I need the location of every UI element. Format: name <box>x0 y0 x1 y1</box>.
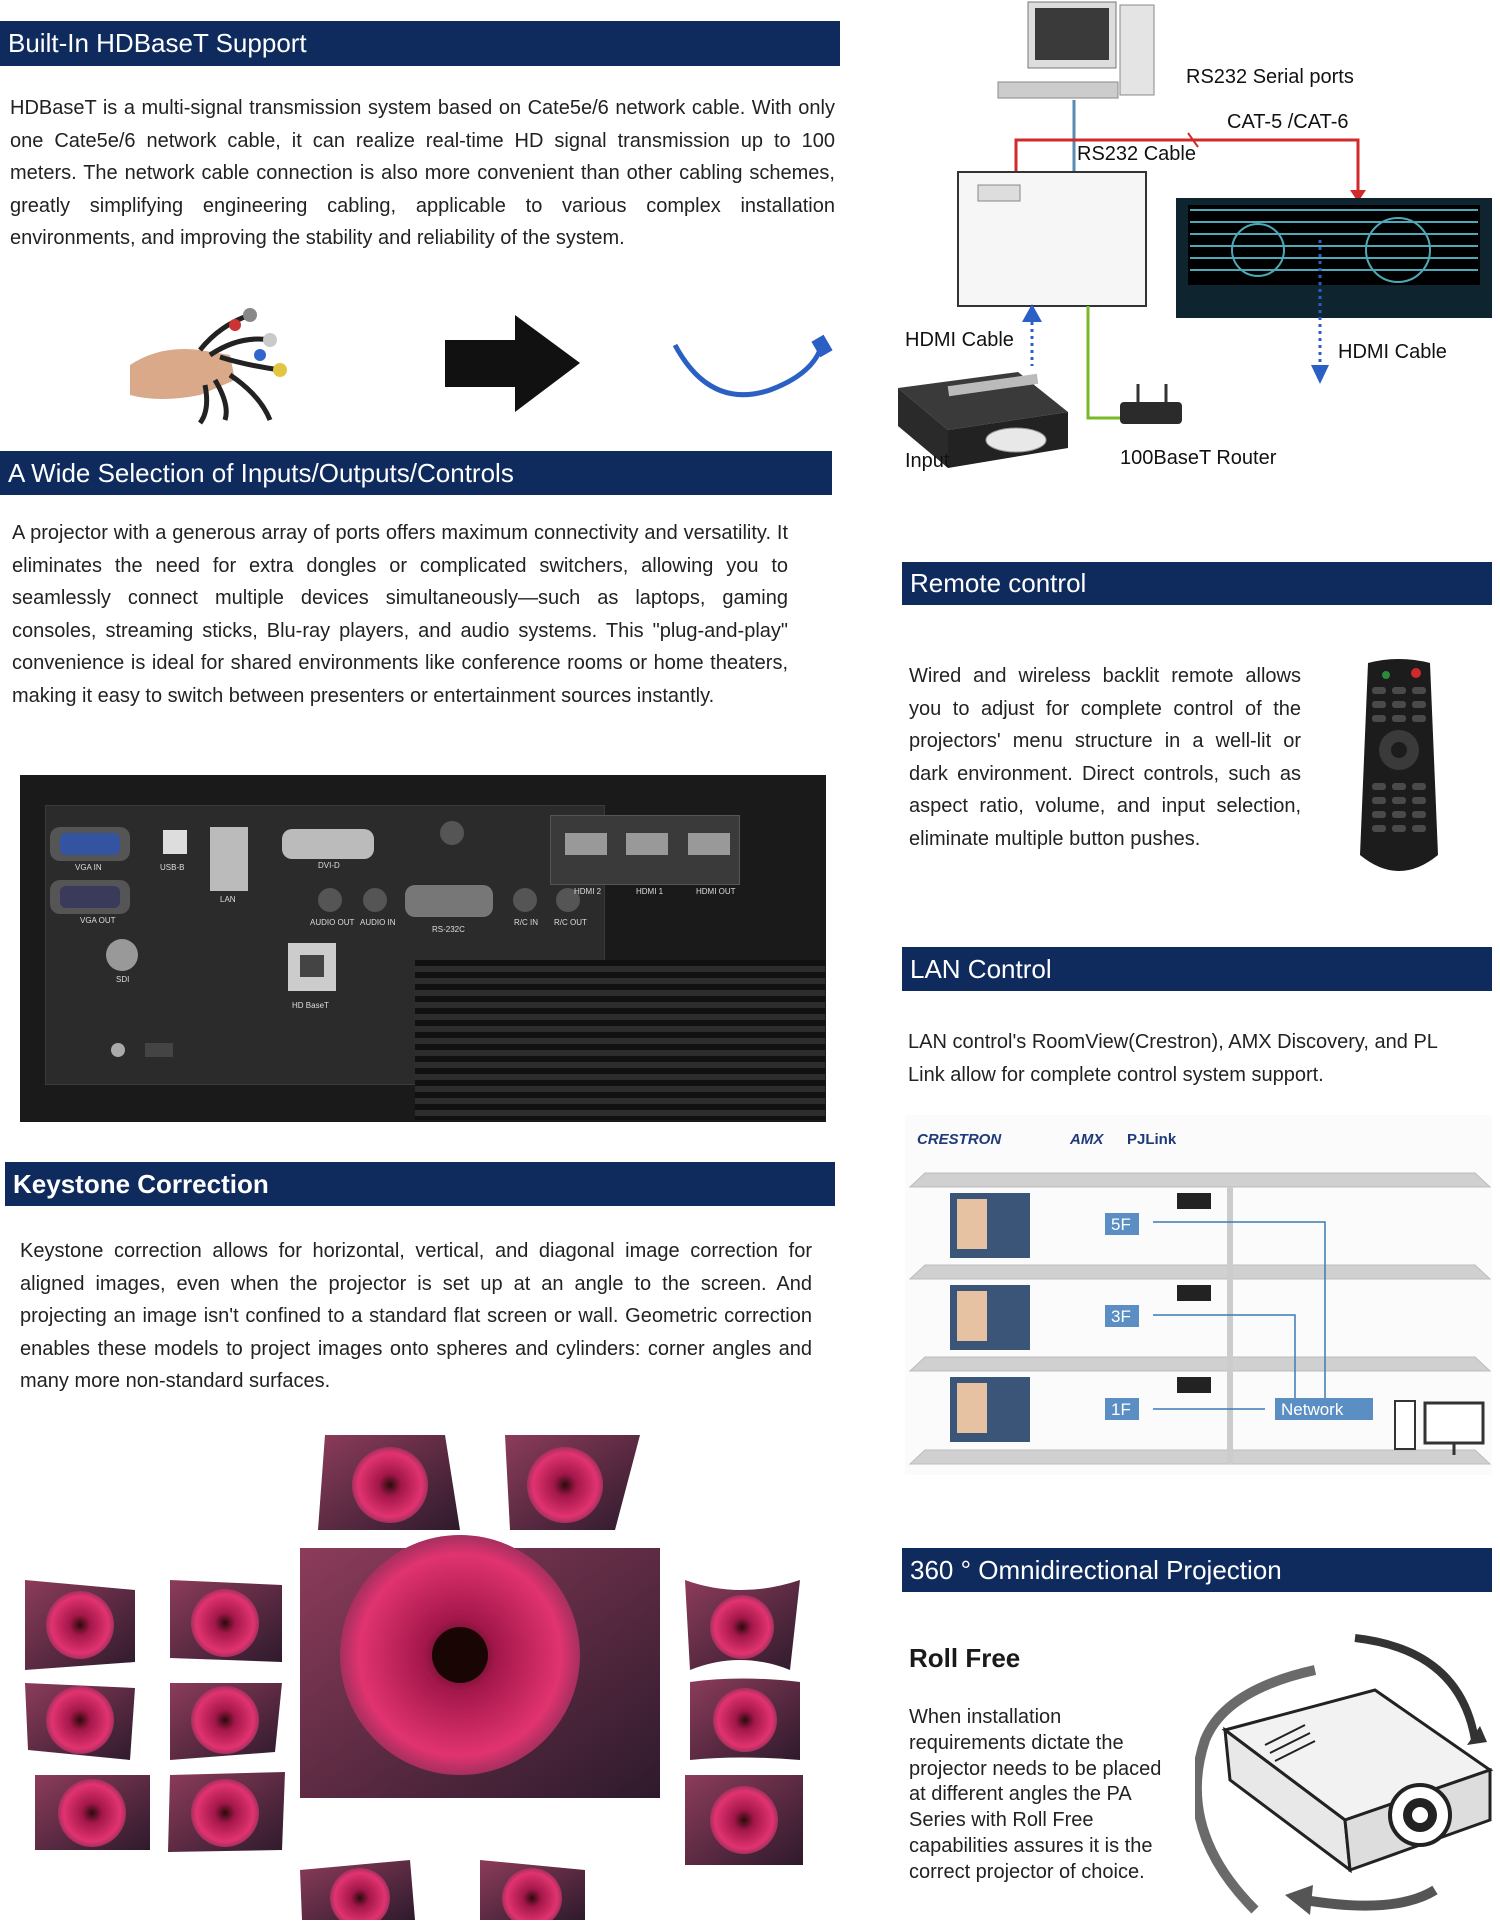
label-hdmi-cable-left: HDMI Cable <box>905 329 1014 351</box>
port-label-rc-in: R/C IN <box>514 918 538 927</box>
port-label-hdmi-out: HDMI OUT <box>696 887 736 896</box>
label-rs232-cable: RS232 Cable <box>1077 143 1196 165</box>
label-router: 100BaseT Router <box>1120 447 1277 469</box>
lan-building-diagram: CRESTRON AMX PJLink 5F 3F 1F Network <box>905 1115 1492 1475</box>
remote-control-illustration <box>1360 659 1438 871</box>
floor-label-5f: 5F <box>1111 1215 1131 1234</box>
label-cat5-cat6: CAT-5 /CAT-6 <box>1227 111 1349 133</box>
port-label-rc-out: R/C OUT <box>554 918 587 927</box>
arrow-right-icon <box>445 315 580 412</box>
network-label: Network <box>1281 1400 1344 1419</box>
floor-label-1f: 1F <box>1111 1400 1131 1419</box>
floor-label-3f: 3F <box>1111 1307 1131 1326</box>
port-label-hdmi1: HDMI 1 <box>636 887 664 896</box>
port-label-hd-baset: HD BaseT <box>292 1001 329 1010</box>
inputs-header: A Wide Selection of Inputs/Outputs/Contr… <box>0 451 832 495</box>
logo-crestron: CRESTRON <box>917 1131 1002 1148</box>
port-label-dvi-d: DVI-D <box>318 861 340 870</box>
hdbaset-header: Built-In HDBaseT Support <box>0 21 840 66</box>
omni-header: 360 ° Omnidirectional Projection <box>902 1548 1492 1592</box>
label-input: Input <box>905 450 950 472</box>
port-label-rs232c: RS-232C <box>432 925 465 934</box>
remote-header: Remote control <box>902 562 1492 605</box>
port-label-hdmi2: HDMI 2 <box>574 887 602 896</box>
keystone-header: Keystone Correction <box>5 1162 835 1206</box>
port-label-audio-out: AUDIO OUT <box>310 918 355 927</box>
lan-body: LAN control's RoomView(Crestron), AMX Di… <box>908 1031 1438 1086</box>
label-rs232-serial-ports: RS232 Serial ports <box>1186 66 1354 88</box>
logo-amx: AMX <box>1070 1131 1104 1148</box>
port-label-vga-in: VGA IN <box>75 863 102 872</box>
port-label-lan: LAN <box>220 895 236 904</box>
keystone-collage <box>25 1435 803 1920</box>
keystone-body: Keystone correction allows for horizonta… <box>20 1240 812 1392</box>
port-label-vga-out: VGA OUT <box>80 916 116 925</box>
remote-body: Wired and wireless backlit remote allows… <box>909 665 1301 850</box>
lan-header: LAN Control <box>902 947 1492 991</box>
hdbaset-body: HDBaseT is a multi-signal transmission s… <box>10 97 835 249</box>
label-hdmi-cable-right: HDMI Cable <box>1338 341 1447 363</box>
omni-body: When installation requirements dictate t… <box>909 1706 1162 1883</box>
rear-panel-photo: VGA IN USB-B LAN DVI-D VGA OUT AUDIO OUT… <box>20 775 826 1122</box>
network-cable-illustration <box>672 334 833 398</box>
logo-pjlink: PJLink <box>1127 1131 1177 1148</box>
omni-subtitle: Roll Free <box>909 1643 1021 1673</box>
port-label-sdi: SDI <box>116 975 130 984</box>
hdbaset-connection-diagram <box>898 1 1492 468</box>
rotating-projector-illustration <box>1195 1634 1494 1915</box>
port-label-audio-in: AUDIO IN <box>360 918 396 927</box>
port-label-usb-b: USB-B <box>160 863 185 872</box>
inputs-body: A projector with a generous array of por… <box>12 522 788 707</box>
cable-bundle-illustration <box>130 308 287 425</box>
